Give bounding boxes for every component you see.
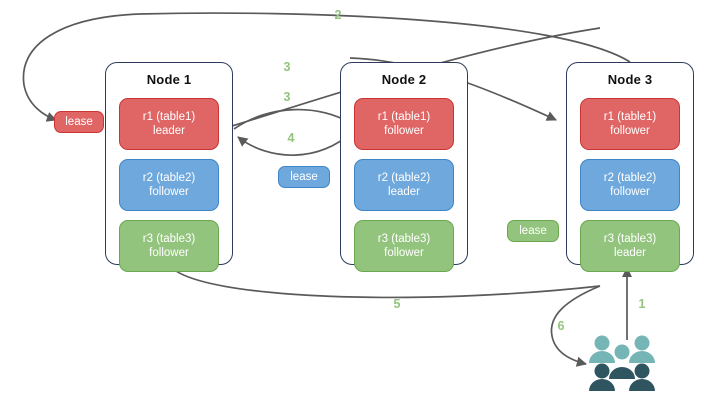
replica-role-label: follower xyxy=(610,186,650,198)
step-label-6: 6 xyxy=(557,319,565,333)
replica-role-label: leader xyxy=(388,186,420,198)
lease-chip-green[interactable]: lease xyxy=(507,220,559,242)
replica-n3-r1[interactable]: r1 (table1) follower xyxy=(580,98,680,150)
replica-role-label: follower xyxy=(384,125,424,137)
replica-table-label: r1 (table1) xyxy=(377,111,431,123)
step-label-3-upper: 3 xyxy=(283,60,291,74)
node-card-2[interactable]: Node 2 r1 (table1) follower r2 (table2) … xyxy=(340,62,468,272)
node-card-3[interactable]: Node 3 r1 (table1) follower r2 (table2) … xyxy=(566,62,694,272)
replica-role-label: leader xyxy=(153,125,185,137)
lease-chip-red[interactable]: lease xyxy=(54,111,104,133)
replica-table-label: r2 (table2) xyxy=(603,172,657,184)
replica-role-label: follower xyxy=(149,247,189,259)
step-label-5: 5 xyxy=(393,297,401,311)
step-label-1: 1 xyxy=(638,297,646,311)
lease-chip-blue[interactable]: lease xyxy=(278,166,330,188)
replica-table-label: r1 (table1) xyxy=(142,111,196,123)
node-title-3: Node 3 xyxy=(607,72,653,87)
replica-table-label: r3 (table3) xyxy=(142,233,196,245)
replica-n1-r3[interactable]: r3 (table3) follower xyxy=(119,220,219,272)
node-title-2: Node 2 xyxy=(381,72,427,87)
replica-n3-r2[interactable]: r2 (table2) follower xyxy=(580,159,680,211)
replica-n2-r2[interactable]: r2 (table2) leader xyxy=(354,159,454,211)
step-label-3-middle: 3 xyxy=(283,90,291,104)
replica-role-label: leader xyxy=(614,247,646,259)
replica-table-label: r3 (table3) xyxy=(377,233,431,245)
node-card-1[interactable]: Node 1 r1 (table1) leader r2 (table2) fo… xyxy=(105,62,233,272)
replica-table-label: r1 (table1) xyxy=(603,111,657,123)
replica-n3-r3[interactable]: r3 (table3) leader xyxy=(580,220,680,272)
replica-n2-r3[interactable]: r3 (table3) follower xyxy=(354,220,454,272)
users-group-icon xyxy=(589,335,655,391)
replica-table-label: r2 (table2) xyxy=(142,172,196,184)
replica-n1-r1[interactable]: r1 (table1) leader xyxy=(119,98,219,150)
replica-role-label: follower xyxy=(610,125,650,137)
replica-role-label: follower xyxy=(149,186,189,198)
step-label-2: 2 xyxy=(334,8,342,22)
node-title-1: Node 1 xyxy=(146,72,192,87)
replica-n2-r1[interactable]: r1 (table1) follower xyxy=(354,98,454,150)
replica-n1-r2[interactable]: r2 (table2) follower xyxy=(119,159,219,211)
replica-table-label: r3 (table3) xyxy=(603,233,657,245)
replica-table-label: r2 (table2) xyxy=(377,172,431,184)
replica-role-label: follower xyxy=(384,247,424,259)
edge-3-node1-to-node2 xyxy=(233,108,353,130)
step-label-4: 4 xyxy=(287,131,295,145)
